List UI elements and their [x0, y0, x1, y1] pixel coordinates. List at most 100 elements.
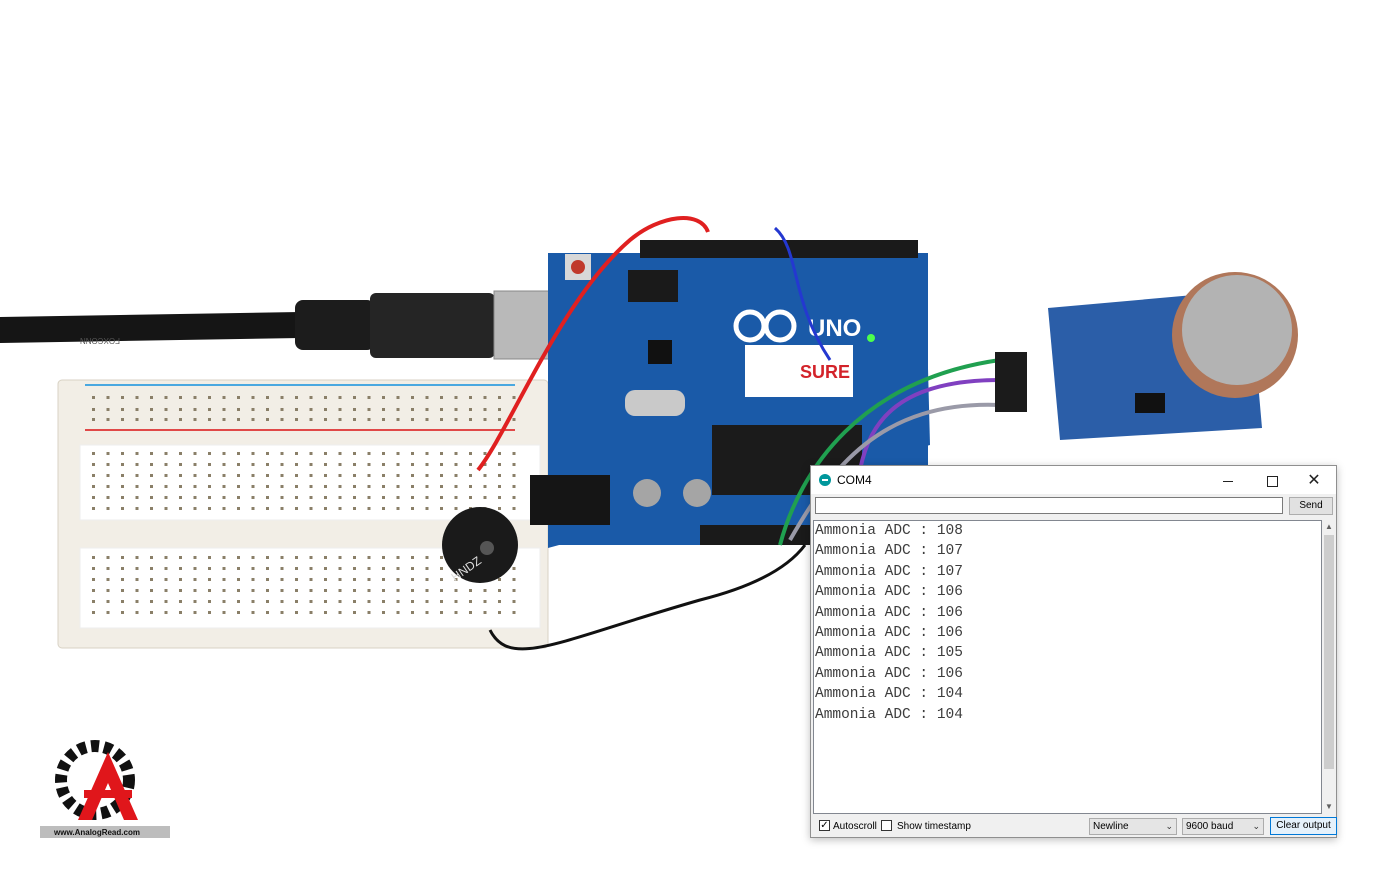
breadboard-hole: [483, 463, 487, 466]
breadboard-hole: [193, 396, 197, 399]
maximize-button[interactable]: [1250, 466, 1294, 494]
breadboard-hole: [483, 485, 487, 488]
breadboard-hole: [164, 567, 168, 570]
breadboard-hole: [135, 507, 139, 510]
arduino-logo: [733, 309, 797, 343]
breadboard-hole: [251, 485, 255, 488]
breadboard-hole: [208, 567, 211, 570]
breadboard-hole: [469, 408, 472, 411]
scroll-up-arrow-icon[interactable]: ▲: [1325, 522, 1333, 531]
breadboard-hole: [164, 507, 168, 510]
breadboard-hole: [179, 496, 182, 499]
close-button[interactable]: ✕: [1292, 466, 1336, 494]
breadboard-hole: [324, 452, 327, 455]
breadboard-hole: [222, 452, 226, 455]
breadboard-hole: [295, 418, 298, 421]
serial-output-area[interactable]: Ammonia ADC : 108 Ammonia ADC : 107 Ammo…: [813, 520, 1322, 814]
autoscroll-checkbox[interactable]: ✓: [819, 820, 830, 831]
breadboard-hole: [469, 485, 472, 488]
breadboard-hole: [266, 507, 269, 510]
breadboard-hole: [425, 463, 429, 466]
breadboard-hole: [469, 452, 472, 455]
breadboard-hole: [150, 600, 153, 603]
clear-output-button[interactable]: Clear output: [1270, 817, 1337, 835]
breadboard-hole: [454, 589, 458, 592]
breadboard-hole: [106, 496, 110, 499]
breadboard-hole: [193, 567, 197, 570]
output-line: Ammonia ADC : 107: [815, 563, 963, 580]
breadboard-hole: [266, 578, 269, 581]
breadboard-hole: [512, 474, 516, 477]
breadboard-hole: [121, 589, 124, 592]
breadboard-hole: [237, 611, 240, 614]
breadboard-hole: [208, 611, 211, 614]
breadboard-hole: [106, 396, 110, 399]
breadboard-hole: [338, 556, 342, 559]
vertical-scrollbar[interactable]: ▲ ▼: [1322, 520, 1336, 814]
breadboard-hole: [208, 600, 211, 603]
breadboard-hole: [309, 578, 313, 581]
buzzer: [442, 507, 518, 583]
breadboard-hole: [512, 589, 516, 592]
send-button[interactable]: Send: [1289, 497, 1333, 515]
breadboard-hole: [135, 578, 139, 581]
breadboard-hole: [440, 418, 443, 421]
breadboard-hole: [454, 507, 458, 510]
breadboard-hole: [251, 600, 255, 603]
logo-url-text: www.AnalogRead.com: [53, 828, 140, 837]
breadboard-hole: [295, 567, 298, 570]
breadboard-hole: [324, 408, 327, 411]
breadboard-hole: [309, 567, 313, 570]
breadboard-hole: [483, 474, 487, 477]
breadboard-hole: [382, 474, 385, 477]
breadboard-hole: [512, 463, 516, 466]
breadboard-hole: [251, 463, 255, 466]
breadboard-hole: [266, 463, 269, 466]
breadboard-hole: [367, 589, 371, 592]
breadboard-hole: [367, 408, 371, 411]
breadboard-hole: [251, 496, 255, 499]
breadboard-hole: [367, 600, 371, 603]
show-timestamp-label[interactable]: Show timestamp: [897, 821, 971, 832]
breadboard-hole: [295, 578, 298, 581]
breadboard-hole: [106, 600, 110, 603]
breadboard-hole: [106, 463, 110, 466]
breadboard-hole: [106, 452, 110, 455]
breadboard-hole: [411, 485, 414, 488]
scroll-down-arrow-icon[interactable]: ▼: [1325, 802, 1333, 811]
breadboard-hole: [338, 507, 342, 510]
serial-input-field[interactable]: [815, 497, 1283, 514]
breadboard-hole: [382, 485, 385, 488]
breadboard-hole: [92, 496, 95, 499]
footer-bar: ✓ Autoscroll Show timestamp Newline ⌄ 96…: [811, 816, 1337, 838]
breadboard-hole: [121, 496, 124, 499]
breadboard-hole: [367, 507, 371, 510]
line-ending-select[interactable]: Newline ⌄: [1089, 818, 1177, 835]
baud-rate-select[interactable]: 9600 baud ⌄: [1182, 818, 1264, 835]
breadboard-hole: [150, 589, 153, 592]
title-bar[interactable]: COM4 ✕: [811, 466, 1336, 494]
output-line: Ammonia ADC : 104: [815, 686, 963, 703]
usb-cable: [0, 312, 313, 343]
breadboard-hole: [251, 611, 255, 614]
show-timestamp-checkbox[interactable]: [881, 820, 892, 831]
breadboard-hole: [135, 396, 139, 399]
breadboard-hole: [338, 485, 342, 488]
breadboard-hole: [208, 589, 211, 592]
breadboard-hole: [150, 611, 153, 614]
breadboard-hole: [425, 408, 429, 411]
breadboard-hole: [353, 589, 356, 592]
autoscroll-label[interactable]: Autoscroll: [833, 821, 877, 832]
breadboard-hole: [222, 485, 226, 488]
breadboard-hole: [498, 408, 501, 411]
buzzer-hole: [480, 541, 494, 555]
breadboard-hole: [179, 474, 182, 477]
breadboard-hole: [150, 507, 153, 510]
breadboard-hole: [425, 589, 429, 592]
breadboard-hole: [266, 418, 269, 421]
scrollbar-thumb[interactable]: [1324, 535, 1334, 769]
minimize-button[interactable]: [1206, 466, 1250, 494]
breadboard-hole: [440, 567, 443, 570]
breadboard-hole: [353, 485, 356, 488]
breadboard-hole: [309, 463, 313, 466]
